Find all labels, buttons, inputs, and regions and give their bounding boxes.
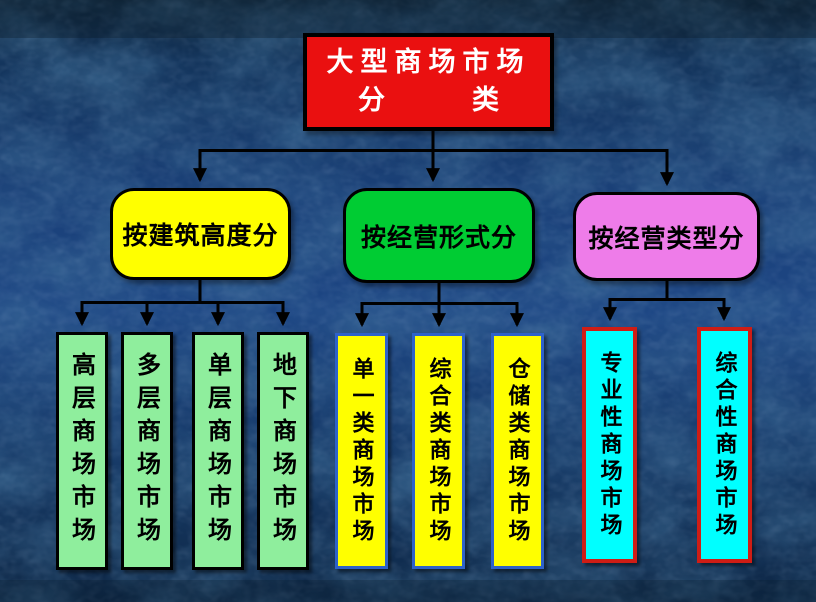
leaf-specialized-mall-label: 专业性商场市场: [596, 350, 623, 540]
leaf-multistory-mall: 多层商场市场: [121, 332, 173, 570]
branch-by-operation-form: 按经营形式分: [343, 188, 535, 283]
leaf-single-category-mall: 单一类商场市场: [335, 333, 388, 569]
leaf-comprehensive-category-mall-label: 综合类商场市场: [425, 356, 452, 546]
connector-root-to-branches: [193, 131, 674, 187]
leaf-comprehensive-category-mall: 综合类商场市场: [412, 333, 465, 569]
leaf-warehouse-category-mall-label: 仓储类商场市场: [504, 356, 531, 546]
leaf-specialized-mall: 专业性商场市场: [582, 327, 637, 563]
root-title-line1: 大型商场市场: [326, 47, 531, 78]
leaf-single-category-mall-label: 单一类商场市场: [348, 356, 375, 546]
leaf-highrise-mall-label: 高层商场市场: [67, 352, 97, 550]
branch-by-operation-type-label: 按经营类型分: [588, 224, 745, 253]
branch-by-building-height-label: 按建筑高度分: [122, 222, 279, 250]
leaf-underground-mall: 地下商场市场: [257, 332, 309, 570]
leaf-warehouse-category-mall: 仓储类商场市场: [491, 333, 544, 569]
connector-type-to-leaves: [603, 281, 731, 322]
branch-by-operation-type: 按经营类型分: [573, 192, 760, 281]
leaf-general-mall: 综合性商场市场: [697, 327, 752, 563]
leaf-general-mall-label: 综合性商场市场: [711, 350, 738, 540]
leaf-singlestory-mall-label: 单层商场市场: [203, 352, 233, 550]
leaf-multistory-mall-label: 多层商场市场: [132, 352, 162, 550]
leaf-singlestory-mall: 单层商场市场: [192, 332, 244, 570]
leaf-underground-mall-label: 地下商场市场: [268, 352, 298, 550]
root-title-line2: 分 类: [358, 85, 529, 115]
root-node-mall-classification: 大型商场市场 分 类: [303, 33, 554, 131]
leaf-highrise-mall: 高层商场市场: [56, 332, 108, 570]
connector-form-to-leaves: [355, 283, 524, 328]
branch-by-building-height: 按建筑高度分: [110, 188, 291, 280]
branch-by-operation-form-label: 按经营形式分: [360, 223, 517, 252]
connector-height-to-leaves: [75, 280, 290, 327]
